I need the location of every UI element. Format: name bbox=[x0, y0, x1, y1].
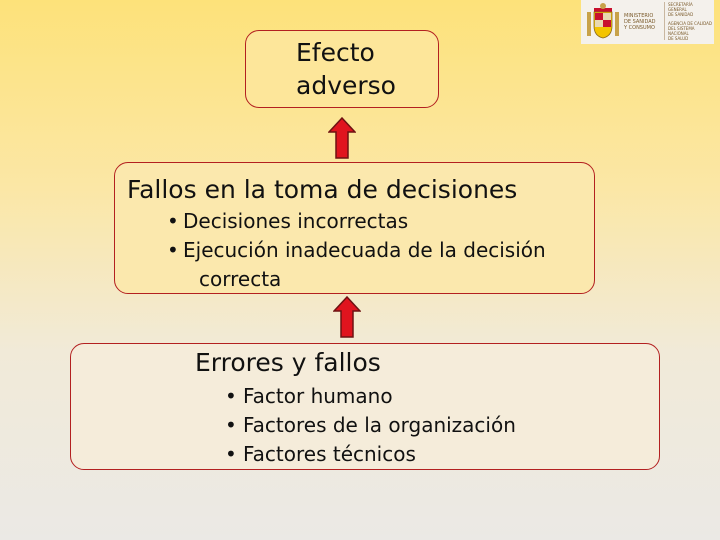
list-item: Ejecución inadecuada de la decisión bbox=[167, 236, 546, 265]
arrow-up-icon bbox=[333, 296, 361, 338]
ministry-name: Ministerio de Sanidad y Consumo bbox=[624, 13, 656, 31]
errors-list: Factor humano Factores de la organizació… bbox=[225, 382, 516, 469]
effect-box bbox=[245, 30, 439, 108]
decisions-list: Decisiones incorrectas Ejecución inadecu… bbox=[167, 207, 546, 294]
list-item: Decisiones incorrectas bbox=[167, 207, 546, 236]
errors-title: Errores y fallos bbox=[195, 348, 381, 377]
agency-block: Secretaría General de Sanidad Agencia de… bbox=[668, 2, 712, 41]
list-item: Factor humano bbox=[225, 382, 516, 411]
decisions-title: Fallos en la toma de decisiones bbox=[127, 175, 518, 204]
effect-label: Efecto adverso bbox=[296, 38, 396, 100]
coat-of-arms-icon bbox=[587, 3, 619, 39]
arrow-up-icon bbox=[328, 117, 356, 159]
agency-name: Agencia de Calidad del Sistema Nacional … bbox=[668, 21, 712, 41]
ministry-logo: Ministerio de Sanidad y Consumo Secretar… bbox=[581, 0, 714, 44]
list-item: Factores de la organización bbox=[225, 411, 516, 440]
logo-divider bbox=[664, 2, 665, 40]
secretaria-name: Secretaría General de Sanidad bbox=[668, 2, 694, 17]
list-item: Factores técnicos bbox=[225, 440, 516, 469]
list-item-continuation: correcta bbox=[199, 267, 282, 291]
